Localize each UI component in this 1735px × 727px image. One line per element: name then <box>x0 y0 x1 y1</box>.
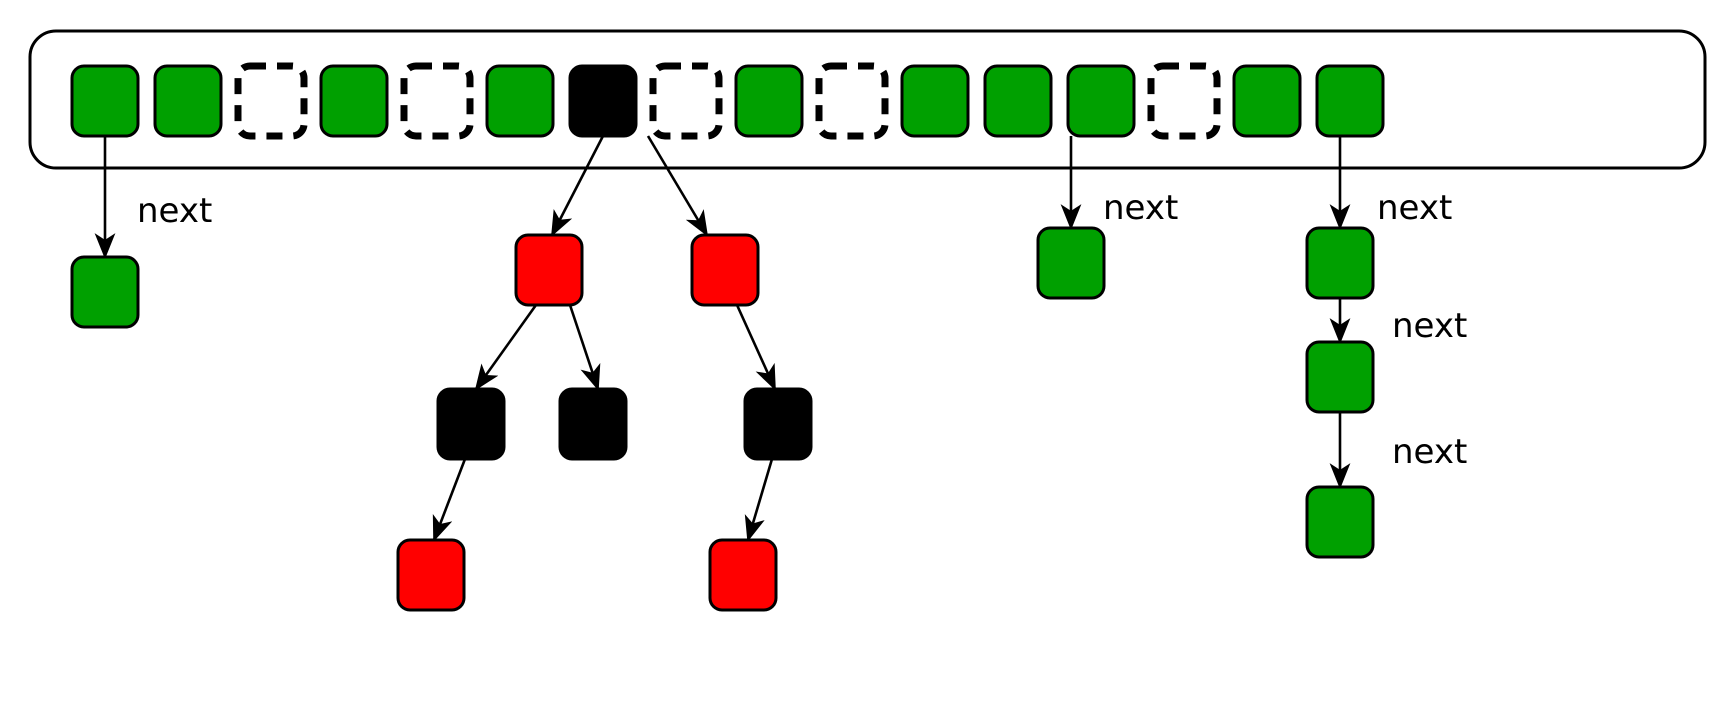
array-cell-2-empty[interactable] <box>234 62 308 140</box>
array-cell-4-empty[interactable] <box>400 62 474 140</box>
edge-e-b6-l <box>550 135 605 237</box>
bucket-node-b11-n1-green[interactable] <box>1036 226 1106 300</box>
bucket-node-b6-k3-black[interactable] <box>743 387 813 461</box>
array-cell-11-green[interactable] <box>983 64 1053 138</box>
edge-label-next: next <box>1392 306 1467 346</box>
edge-label-next: next <box>1392 432 1467 472</box>
edge-label-next: next <box>137 191 212 231</box>
bucket-node-b6-r4-red[interactable] <box>708 538 778 612</box>
array-cell-14-green[interactable] <box>1232 64 1302 138</box>
edge-label-next: next <box>1377 188 1452 228</box>
array-frame <box>28 29 1707 170</box>
bucket-node-b14-n1-green[interactable] <box>1305 226 1375 300</box>
bucket-node-b0-n1-green[interactable] <box>70 255 140 329</box>
bucket-node-b6-r3-red[interactable] <box>396 538 466 612</box>
edge-label-next: next <box>1103 188 1178 228</box>
edge-labels-group: next next next next next <box>137 188 1467 472</box>
bucket-node-b6-k2-black[interactable] <box>558 387 628 461</box>
array-cell-0-green[interactable] <box>70 64 140 138</box>
array-cell-6-black[interactable] <box>568 64 638 138</box>
bucket-node-b6-r2-red[interactable] <box>690 233 760 307</box>
bucket-node-b14-n2-green[interactable] <box>1305 340 1375 414</box>
bucket-node-b6-r1-red[interactable] <box>514 233 584 307</box>
bucket-nodes-group <box>70 226 1375 612</box>
bucket-node-b14-n3-green[interactable] <box>1305 485 1375 559</box>
edge-e-r1-l <box>474 304 538 391</box>
edge-e-k1-l <box>432 458 467 542</box>
edge-e-k3-l <box>744 458 774 542</box>
array-cell-13-empty[interactable] <box>1147 62 1221 140</box>
edge-e-r2-r <box>735 304 777 391</box>
array-cell-10-green[interactable] <box>900 64 970 138</box>
array-cell-8-green[interactable] <box>734 64 804 138</box>
edge-e-b6-r <box>646 135 709 237</box>
array-cell-1-green[interactable] <box>153 64 223 138</box>
array-cell-15-green[interactable] <box>1315 64 1385 138</box>
array-cell-3-green[interactable] <box>319 64 389 138</box>
array-cell-5-green[interactable] <box>485 64 555 138</box>
array-cell-9-empty[interactable] <box>815 62 889 140</box>
array-cells-group <box>70 62 1385 140</box>
bucket-node-b6-k1-black[interactable] <box>436 387 506 461</box>
edges-group <box>94 135 1351 542</box>
array-cell-7-empty[interactable] <box>649 62 723 140</box>
edge-e-r1-r <box>568 304 601 391</box>
array-cell-12-green[interactable] <box>1066 64 1136 138</box>
